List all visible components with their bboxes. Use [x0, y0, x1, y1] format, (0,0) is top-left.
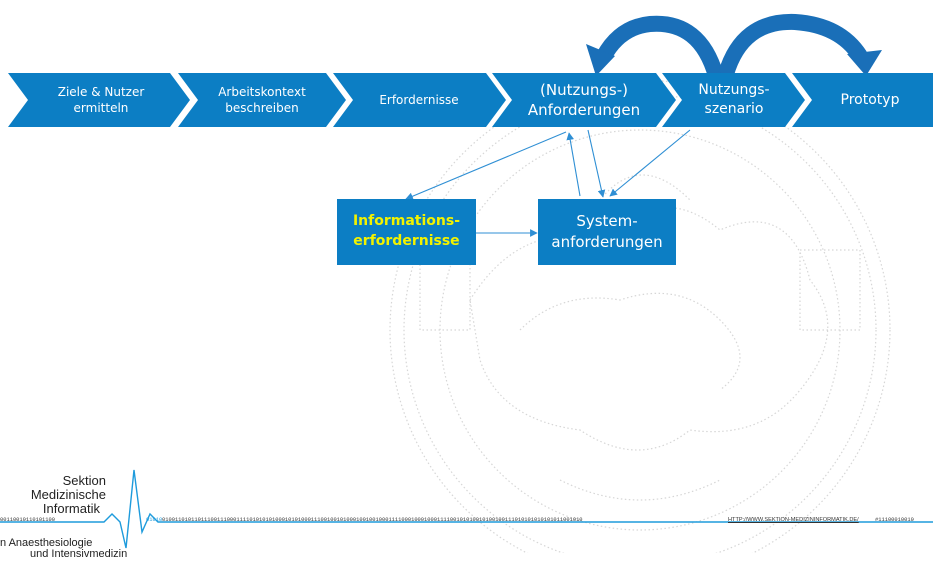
connector-nutzungsszenario-to-system: [609, 129, 691, 197]
logo-anaesthesiologie: n Anaesthesiologie: [0, 537, 93, 549]
binary-accent: 01010: [146, 517, 163, 523]
step-label-prototyp: Prototyp: [840, 91, 900, 108]
curved-arrow-back: [596, 15, 724, 79]
connector-anforderungen-to-system: [587, 129, 606, 198]
curved-arrow-forward: [718, 13, 867, 77]
box-informationserfordernisse: Informations-erfordernisse: [337, 199, 476, 265]
logo-informatik: Informatik: [42, 501, 100, 516]
binary-left: 00110010110101100: [0, 517, 55, 523]
chevron-step-1: [8, 73, 190, 127]
footer-url[interactable]: HTTP://WWW.SEKTION-MEDIZININFORMATIK.DE/: [728, 517, 859, 523]
box-systemanforderungen: System-anforderungen: [538, 199, 676, 265]
curved-arrow-forward-head: [847, 50, 882, 76]
binary-right: #11100010010: [875, 517, 914, 523]
step-label-anforderungen: (Nutzungs-)Anforderungen: [527, 80, 641, 119]
chevron-step-6: [792, 73, 933, 127]
chevron-step-4: [492, 73, 676, 127]
connector-system-to-anforderungen: [566, 132, 581, 197]
chevron-step-3: [333, 73, 506, 127]
logo-medizinische: Medizinische: [30, 487, 106, 502]
curved-arrow-back-head: [586, 44, 615, 76]
chevron-step-2: [178, 73, 346, 127]
binary-main: 0100110101101110011100011110101010100010…: [162, 517, 583, 523]
logo-sektion: Sektion: [62, 473, 106, 488]
step-label-erfordernisse: Erfordernisse: [379, 92, 459, 107]
step-label-nutzungsszenario: Nutzungs-szenario: [698, 82, 770, 117]
connector-anforderungen-to-informations: [405, 131, 567, 200]
chevron-step-5: [662, 73, 805, 127]
